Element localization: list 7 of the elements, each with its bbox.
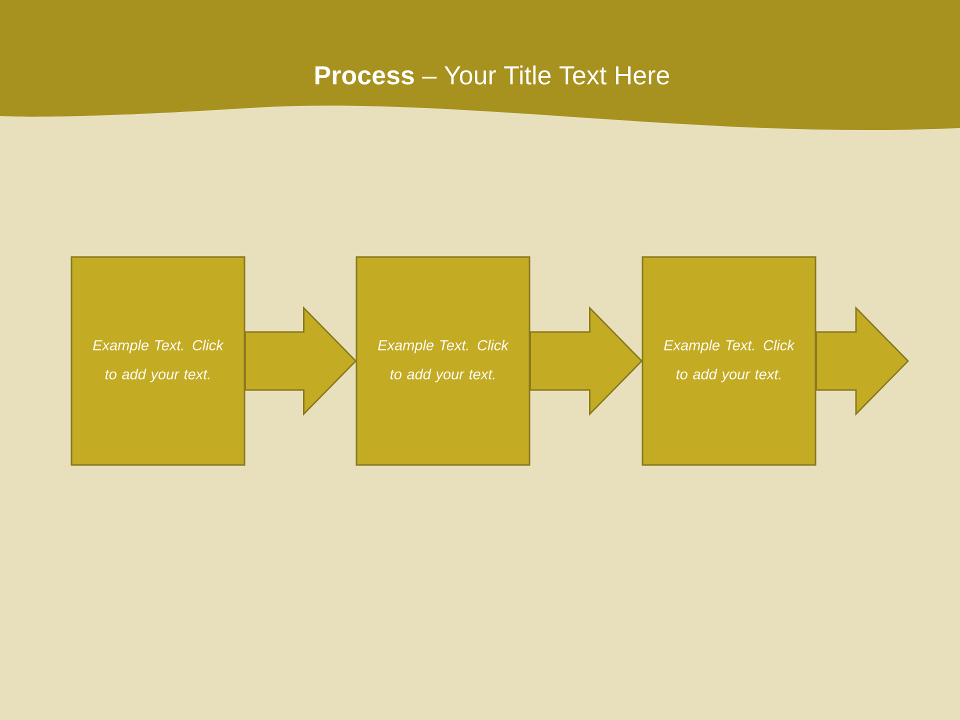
process-box: Example Text. Click to add your text. [642, 256, 816, 466]
arrow [530, 306, 643, 416]
arrow [244, 306, 357, 416]
arrow [816, 306, 910, 416]
title: Process – Your Title Text Here [316, 65, 670, 85]
process-box: Example Text. Click to add your text. [356, 256, 530, 466]
process-box: Example Text. Click to add your text. [70, 256, 246, 466]
